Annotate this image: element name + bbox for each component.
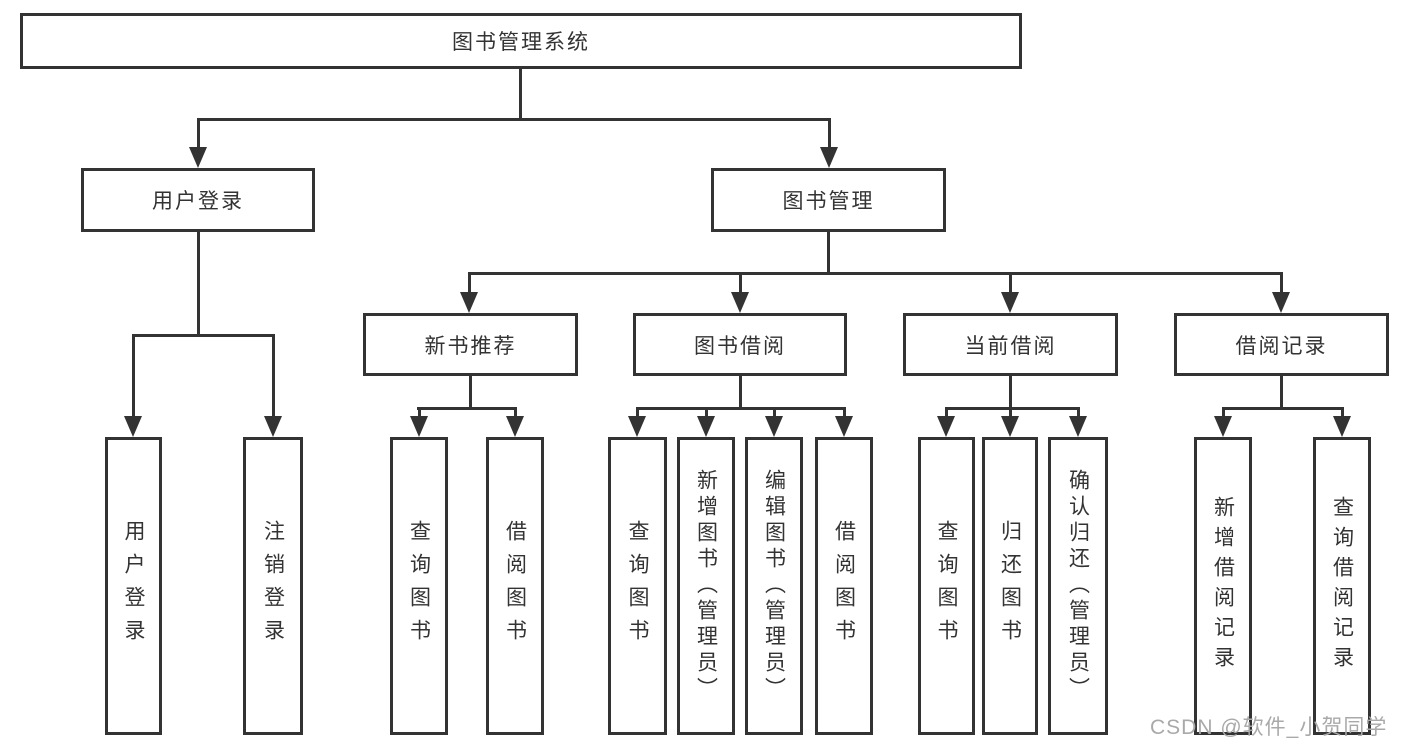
leaf-logout: 注销登录 [243, 437, 303, 735]
connector-arrow-down [1272, 272, 1290, 313]
leaf-return-books: 归还图书 [982, 437, 1038, 735]
connector-arrow-down [410, 407, 428, 437]
leaf-edit-books-admin: 编辑图书（管理员） [745, 437, 803, 735]
connector-arrow-down [628, 407, 646, 437]
leaf-label: 查询图书 [935, 520, 958, 652]
node-label: 借阅记录 [1235, 334, 1328, 358]
leaf-query-borrow-record: 查询借阅记录 [1313, 437, 1371, 735]
connector-arrow-down [765, 407, 783, 437]
leaf-label: 用户登录 [122, 520, 145, 652]
connector-arrow-down [835, 407, 853, 437]
connector-arrow-down [820, 118, 838, 168]
connector-arrow-down [1214, 407, 1232, 437]
leaf-confirm-return-admin: 确认归还（管理员） [1048, 437, 1108, 735]
node-library-management-system: 图书管理系统 [20, 13, 1022, 69]
connector-hline [468, 272, 1282, 275]
connector-hline [417, 407, 517, 410]
connector-hline [197, 118, 831, 121]
node-label: 图书借阅 [694, 334, 786, 358]
leaf-query-books-recommend: 查询图书 [390, 437, 448, 735]
node-book-management: 图书管理 [711, 168, 946, 232]
node-borrow-records: 借阅记录 [1174, 313, 1389, 376]
connector-arrow-down [1001, 407, 1019, 437]
leaf-query-books-current: 查询图书 [918, 437, 975, 735]
watermark-text: CSDN @软件_小贺同学 [1150, 716, 1388, 739]
leaf-add-borrow-record: 新增借阅记录 [1194, 437, 1252, 735]
leaf-label: 确认归还（管理员） [1066, 469, 1090, 703]
connector-arrow-down [697, 407, 715, 437]
connector-arrow-down [460, 272, 478, 313]
connector-vline [739, 376, 742, 410]
leaf-label: 归还图书 [998, 520, 1022, 652]
connector-arrow-down [1333, 407, 1351, 437]
node-label: 图书管理系统 [452, 31, 590, 54]
leaf-label: 编辑图书（管理员） [762, 469, 786, 703]
leaf-label: 借阅图书 [832, 520, 856, 652]
connector-arrow-down [731, 272, 749, 313]
connector-hline [636, 407, 846, 410]
node-label: 新书推荐 [424, 334, 517, 358]
leaf-label: 新增图书（管理员） [694, 469, 718, 703]
node-new-book-recommend: 新书推荐 [363, 313, 578, 376]
node-label: 图书管理 [782, 190, 875, 213]
node-current-borrowing: 当前借阅 [903, 313, 1118, 376]
leaf-label: 查询图书 [407, 520, 431, 652]
leaf-borrow-books-borrowing: 借阅图书 [815, 437, 873, 735]
connector-arrow-down [1001, 272, 1019, 313]
leaf-query-books-borrowing: 查询图书 [608, 437, 667, 735]
connector-vline [469, 376, 472, 410]
connector-arrow-down [124, 334, 142, 437]
node-label: 当前借阅 [964, 334, 1057, 358]
leaf-user-login: 用户登录 [105, 437, 162, 735]
connector-arrow-down [189, 118, 207, 168]
leaf-label: 查询图书 [626, 520, 649, 652]
connector-vline [1280, 376, 1283, 410]
node-user-login: 用户登录 [81, 168, 315, 232]
connector-vline [1009, 376, 1012, 410]
leaf-label: 借阅图书 [503, 520, 527, 652]
connector-hline [132, 334, 275, 337]
connector-vline [519, 69, 522, 121]
leaf-add-books-admin: 新增图书（管理员） [677, 437, 735, 735]
node-book-borrowing: 图书借阅 [633, 313, 847, 376]
connector-vline [827, 232, 830, 275]
leaf-label: 注销登录 [261, 520, 285, 652]
leaf-borrow-books-recommend: 借阅图书 [486, 437, 544, 735]
connector-arrow-down [506, 407, 524, 437]
node-label: 用户登录 [152, 190, 244, 213]
connector-vline [197, 232, 200, 337]
leaf-label: 查询借阅记录 [1330, 496, 1354, 676]
connector-arrow-down [264, 334, 282, 437]
leaf-label: 新增借阅记录 [1211, 496, 1235, 676]
connector-arrow-down [937, 407, 955, 437]
connector-hline [945, 407, 1080, 410]
connector-arrow-down [1069, 407, 1087, 437]
connector-hline [1222, 407, 1343, 410]
